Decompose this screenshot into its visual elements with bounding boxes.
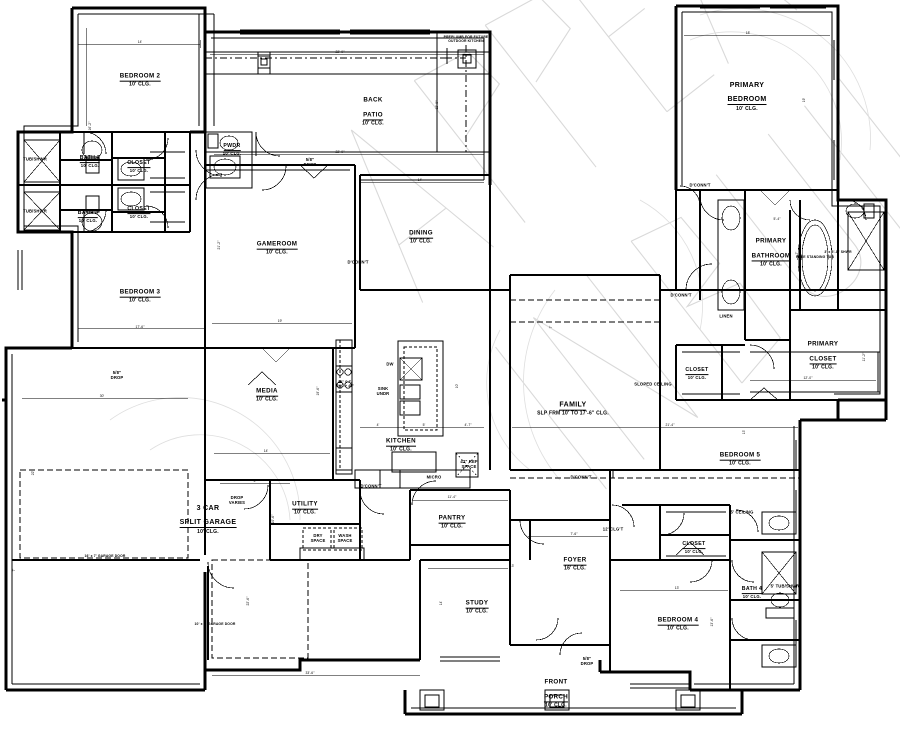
plan-linework [2,4,888,716]
